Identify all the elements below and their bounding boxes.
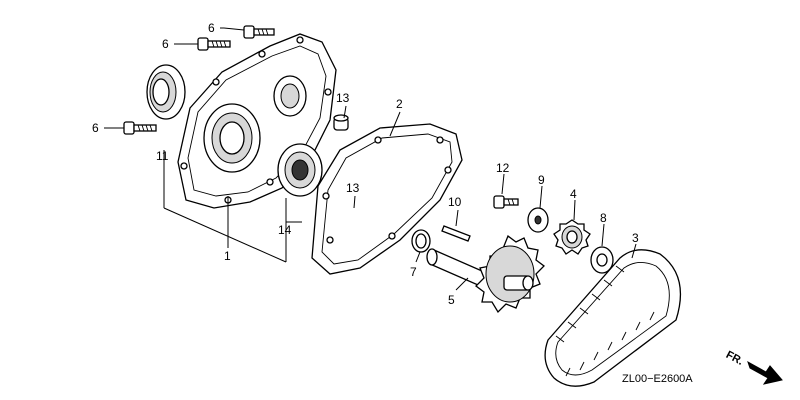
bolt-left (106, 121, 157, 135)
cover-gasket (311, 123, 463, 275)
callout-7: 7 (410, 265, 417, 279)
callout-11: 11 (156, 149, 169, 163)
callout-labels: 6 6 6 11 1 14 13 13 2 10 7 5 12 9 4 8 3 (92, 21, 639, 307)
shaft-key (441, 225, 471, 242)
dowel-pin-upper (333, 114, 349, 131)
callout-9: 9 (538, 173, 545, 187)
callout-6-top-left: 6 (162, 37, 169, 51)
front-direction-marker: FR. (724, 349, 783, 385)
callout-6-top-right: 6 (208, 21, 215, 35)
bolt-top-left (178, 37, 231, 51)
front-label: FR. (724, 349, 745, 368)
callout-12: 12 (496, 161, 510, 175)
callout-1: 1 (224, 249, 231, 263)
washer-9 (527, 207, 549, 233)
callout-10: 10 (448, 195, 462, 209)
diagram-code: ZL00−E2600A (622, 373, 693, 385)
ball-bearing (277, 143, 323, 197)
callout-2: 2 (396, 97, 403, 111)
callout-13-lower: 13 (346, 181, 360, 195)
bolt-12 (493, 195, 519, 209)
bolt-top-right (223, 25, 275, 39)
callout-5: 5 (448, 293, 455, 307)
washer-8 (590, 246, 614, 274)
callout-6-left: 6 (92, 121, 99, 135)
callout-4: 4 (570, 187, 577, 201)
callout-8: 8 (600, 211, 607, 225)
leader-lines (104, 27, 637, 291)
drive-chain (544, 249, 682, 387)
small-sprocket (553, 219, 591, 255)
drive-shaft-sprocket (426, 234, 545, 314)
callout-14: 14 (278, 223, 292, 237)
callout-3: 3 (632, 231, 639, 245)
front-arrow-icon (747, 360, 783, 385)
washer-7 (411, 229, 431, 253)
oil-seal (146, 64, 186, 120)
callout-13-upper: 13 (336, 91, 350, 105)
